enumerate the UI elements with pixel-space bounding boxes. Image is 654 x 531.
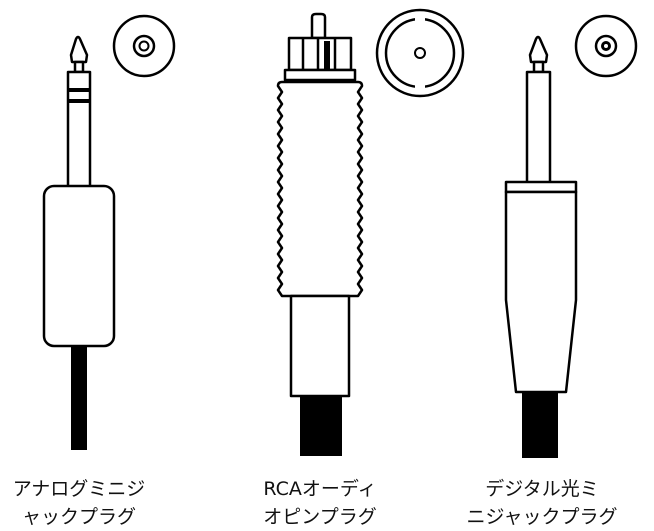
analog-plug-body: [42, 184, 116, 348]
rca-audio-pin-plug: [276, 12, 364, 456]
analog-plug-cable: [71, 346, 87, 450]
digital-optical-mini-jack-plug: [504, 35, 578, 458]
analog-plug-neck: [73, 60, 85, 74]
rca-plug-cable: [300, 396, 342, 456]
optical-plug-cable: [522, 392, 558, 458]
analog-caption-line-1: アナログミニジ: [12, 478, 146, 500]
analog-caption-line-2: ャックプラグ: [21, 506, 136, 528]
analog-plug-end-view: [112, 14, 176, 78]
analog-mini-jack-plug: [42, 35, 116, 450]
digital-optical-caption: デジタル光ミ ニジャックプラグ: [432, 475, 652, 531]
rca-caption-line-1: RCAオーディ: [263, 478, 377, 500]
analog-mini-jack-caption: アナログミニジ ャックプラグ: [0, 475, 189, 531]
optical-caption-line-1: デジタル光ミ: [485, 478, 599, 500]
optical-caption-line-2: ニジャックプラグ: [466, 506, 618, 528]
rca-audio-pin-caption: RCAオーディ オピンプラグ: [210, 475, 430, 531]
analog-end-center: [138, 40, 150, 52]
analog-plug-ring-1: [68, 88, 90, 92]
optical-plug-neck: [532, 60, 545, 74]
optical-plug-collar: [504, 180, 578, 194]
rca-plug-sleeve: [287, 36, 353, 72]
optical-end-core-dot: [604, 44, 608, 48]
optical-plug-tapered-body: [504, 190, 578, 394]
optical-plug-end-view: [574, 14, 638, 78]
rca-end-pin: [414, 47, 426, 59]
rca-plug-end-view: [375, 8, 465, 98]
analog-plug-ring-2: [68, 99, 90, 103]
rca-plug-strain-relief: [289, 294, 351, 398]
rca-sleeve-bar: [324, 41, 330, 69]
rca-plug-knurled-body: [276, 80, 364, 298]
rca-end-ring-gap-top: [415, 16, 425, 26]
optical-plug-tip: [528, 35, 549, 64]
rca-caption-line-2: オピンプラグ: [263, 506, 377, 528]
rca-plug-pin: [310, 12, 327, 40]
optical-plug-shaft: [525, 70, 552, 186]
analog-plug-tip: [69, 35, 89, 64]
rca-end-ring-gap-bottom: [415, 80, 425, 90]
rca-plug-collar: [283, 68, 357, 82]
